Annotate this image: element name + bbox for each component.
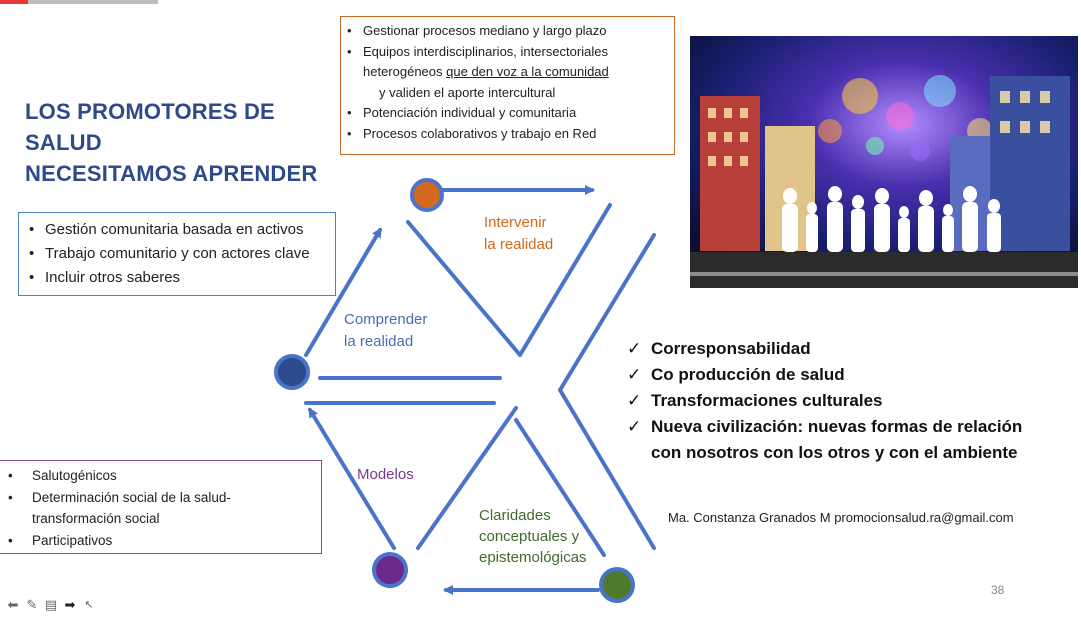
- line-top-left-diagonal: [406, 220, 522, 357]
- check-icon: ✓: [627, 391, 642, 410]
- list-item: Procesos colaborativos y trabajo en Red: [341, 124, 674, 145]
- list-item: Gestionar procesos mediano y largo plazo: [341, 21, 674, 42]
- line-right-upper: [558, 233, 656, 392]
- slide-number: 38: [991, 583, 1005, 597]
- check-text: Nueva civilización: nuevas formas de rel…: [651, 417, 1023, 436]
- node-right: [599, 567, 635, 603]
- list-item-continuation: transformación social: [32, 511, 160, 526]
- label-line: conceptuales y: [479, 528, 580, 545]
- author-credit: Ma. Constanza Granados M promocionsalud.…: [668, 510, 1014, 525]
- check-text: con nosotros con los otros y con el ambi…: [651, 443, 1018, 462]
- list-item-continuation: heterogéneos que den voz a la comunidad: [341, 62, 674, 83]
- top-info-box: Gestionar procesos mediano y largo plazo…: [340, 16, 675, 155]
- node-left: [274, 354, 310, 390]
- check-icon: ✓: [627, 365, 642, 384]
- arrow-left-up: [304, 227, 382, 357]
- line-top-right-diagonal: [518, 203, 612, 357]
- left-info-box: Gestión comunitaria basada en activos Tr…: [18, 212, 336, 296]
- label-models: Modelos: [357, 466, 414, 483]
- progress-track: [0, 0, 158, 4]
- check-text: Corresponsabilidad: [651, 339, 811, 358]
- notes-icon[interactable]: ▤: [44, 597, 58, 612]
- label-line: Claridades: [479, 507, 551, 524]
- forward-arrow-icon[interactable]: ➡: [64, 597, 76, 612]
- check-icon: ✓: [627, 339, 642, 358]
- label-line: Intervenir: [484, 214, 547, 231]
- label-understand: Comprender la realidad: [344, 309, 427, 353]
- label-line: epistemológicas: [479, 549, 587, 566]
- checklist: ✓ Corresponsabilidad ✓ Co producción de sa…: [627, 336, 1067, 466]
- progress-fill: [0, 0, 29, 4]
- page-title: LOS PROMOTORES DE SALUD NECESITAMOS APRE…: [25, 96, 355, 189]
- list-item: Gestión comunitaria basada en activos: [23, 218, 335, 242]
- pen-icon[interactable]: ✎: [26, 597, 38, 612]
- check-row: ✓ Nueva civilización: nuevas formas de re…: [627, 414, 1067, 440]
- list-item-continuation: y validen el aporte intercultural: [379, 84, 556, 100]
- list-item: Salutogénicos: [0, 465, 321, 487]
- title-line-1: LOS PROMOTORES DE SALUD: [25, 99, 275, 155]
- list-item: Equipos interdisciplinarios, intersector…: [341, 42, 674, 63]
- label-clarity: Claridades conceptuales y epistemológica…: [479, 505, 587, 568]
- cursor-icon: ↖: [84, 599, 94, 611]
- label-line: la realidad: [344, 333, 414, 350]
- back-arrow-icon[interactable]: ⬅: [7, 597, 19, 612]
- list-item: Incluir otros saberes: [23, 266, 335, 290]
- title-line-2: NECESITAMOS APRENDER: [25, 161, 318, 186]
- check-text: Transformaciones culturales: [651, 391, 883, 410]
- list-item: Trabajo comunitario y con actores clave: [23, 242, 335, 266]
- list-item-text: heterogéneos: [363, 64, 443, 79]
- check-text: Co producción de salud: [651, 365, 845, 384]
- underlined-text: que den voz a la comunidad: [446, 64, 609, 79]
- check-row: ✓ Co producción de salud: [627, 362, 1067, 388]
- bottom-info-box: Salutogénicos Determinación social de la…: [0, 460, 322, 554]
- label-line: Comprender: [344, 311, 428, 328]
- list-item: Determinación social de la salud-: [0, 487, 321, 509]
- list-item: Participativos: [0, 530, 321, 552]
- label-line: la realidad: [484, 236, 554, 253]
- check-icon: ✓: [627, 417, 642, 436]
- city-illustration: [690, 36, 1078, 288]
- node-bottom: [372, 552, 408, 588]
- label-intervene: Intervenir la realidad: [484, 212, 553, 256]
- line-bottom-left-diagonal: [416, 406, 518, 550]
- check-row: ✓ Corresponsabilidad: [627, 336, 1067, 362]
- presentation-toolbar: ⬅ ✎ ▤ ➡ ↖: [6, 598, 96, 612]
- line-right-lower: [558, 388, 656, 550]
- check-row-continuation: con nosotros con los otros y con el ambi…: [627, 440, 1067, 466]
- node-top: [410, 178, 444, 212]
- community-city-image: [690, 36, 1078, 288]
- arrow-left-down: [308, 407, 396, 550]
- check-row: ✓ Transformaciones culturales: [627, 388, 1067, 414]
- line-bottom-right-diagonal: [514, 418, 606, 557]
- list-item: Potenciación individual y comunitaria: [341, 103, 674, 124]
